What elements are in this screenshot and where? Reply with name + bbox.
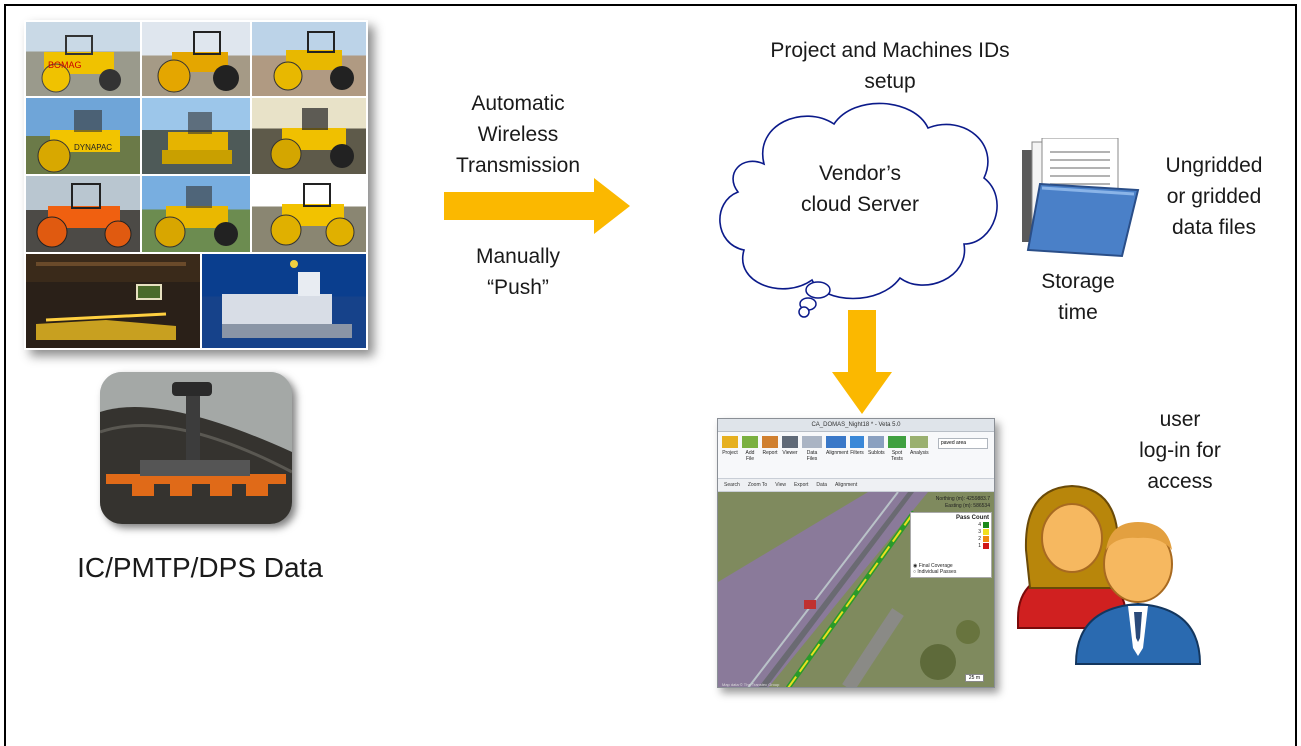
software-toolbar: Search Zoom To View Export Data Alignmen…: [718, 479, 994, 492]
ribbon-data-files[interactable]: Data Files: [802, 436, 822, 462]
toolbar-alignment[interactable]: Alignment: [834, 482, 858, 488]
roller-photo-1: BOMAG: [26, 22, 140, 96]
roller-photo-5: [142, 98, 250, 174]
software-screenshot: CA_DOMAS_Night18 * - Veta 5.0 Project Ad…: [717, 418, 995, 688]
legend-row: 1: [913, 542, 989, 549]
paver-photo: [202, 254, 366, 348]
equipment-photo-collage: BOMAG DYNAPAC: [24, 20, 368, 350]
data-files-label: Ungridded or gridded data files: [1165, 154, 1263, 239]
users-icon: [1017, 484, 1202, 665]
ribbon-spot-tests[interactable]: Spot Tests: [888, 436, 906, 462]
automatic-transmission-label: Automatic Wireless Transmission: [455, 92, 581, 177]
map-footer: Map data © The Transtec Group: [722, 682, 780, 687]
diagram-frame: [4, 4, 1297, 746]
user-login-label: user log-in for access: [1139, 408, 1221, 493]
legend-row: 4: [913, 521, 989, 528]
ribbon-filters[interactable]: Filters: [850, 436, 864, 462]
roller-photo-6: [252, 98, 366, 174]
ic-data-caption: IC/PMTP/DPS Data: [77, 552, 323, 583]
svg-text:DYNAPAC: DYNAPAC: [74, 143, 112, 152]
map-scale: 25 m: [964, 674, 984, 682]
roller-photo-3: [252, 22, 366, 96]
storage-time-label: Storage time: [1041, 270, 1115, 324]
toolbar-data[interactable]: Data: [816, 482, 827, 488]
ribbon-report[interactable]: Report: [762, 436, 778, 462]
software-title: CA_DOMAS_Night18 * - Veta 5.0: [718, 419, 994, 432]
legend-row: 3: [913, 528, 989, 535]
coordinate-readout: Northing (m): 4259883.7 Easting (m): 586…: [935, 496, 990, 509]
software-ribbon: Project Add File Report Viewer Data File…: [718, 432, 994, 479]
map-view[interactable]: Northing (m): 4259883.7 Easting (m): 586…: [718, 492, 994, 687]
search-box[interactable]: paved area: [938, 438, 988, 449]
ribbon-viewer[interactable]: Viewer: [782, 436, 798, 462]
roller-photo-7: [26, 176, 140, 252]
pass-count-legend: Pass Count 4 3 2 1 ◉ Final Coverage ○ In…: [910, 512, 992, 578]
roller-photo-9: [252, 176, 366, 252]
ribbon-add-file[interactable]: Add File: [742, 436, 758, 462]
ribbon-project[interactable]: Project: [722, 436, 738, 462]
ic-measurement-device-photo: [100, 372, 292, 524]
right-arrow: [444, 178, 630, 234]
down-arrow: [832, 310, 892, 414]
roller-photo-8: [142, 176, 250, 252]
toolbar-zoom-to[interactable]: Zoom To: [747, 482, 768, 488]
toolbar-search[interactable]: Search: [724, 482, 740, 488]
ribbon-sublots[interactable]: Sublots: [868, 436, 885, 462]
option-individual-passes[interactable]: ○ Individual Passes: [913, 569, 957, 575]
roller-photo-2: [142, 22, 250, 96]
cloud-server-label: Vendor’s cloud Server: [801, 162, 919, 216]
legend-row: 2: [913, 535, 989, 542]
folder-files-icon: [1022, 138, 1140, 258]
legend-title: Pass Count: [955, 515, 989, 521]
paver-night-photo: [26, 254, 200, 348]
roller-photo-4: DYNAPAC: [26, 98, 140, 174]
toolbar-export[interactable]: Export: [793, 482, 809, 488]
ribbon-alignment[interactable]: Alignment: [826, 436, 848, 462]
ribbon-analysis[interactable]: Analysis: [910, 436, 929, 462]
toolbar-view[interactable]: View: [775, 482, 786, 488]
svg-text:BOMAG: BOMAG: [48, 60, 82, 70]
cloud-shape: [719, 102, 998, 318]
option-final-coverage[interactable]: ◉ Final Coverage: [913, 563, 953, 569]
manual-push-label: Manually “Push”: [475, 245, 561, 299]
project-setup-label: Project and Machines IDs setup: [770, 39, 1010, 93]
